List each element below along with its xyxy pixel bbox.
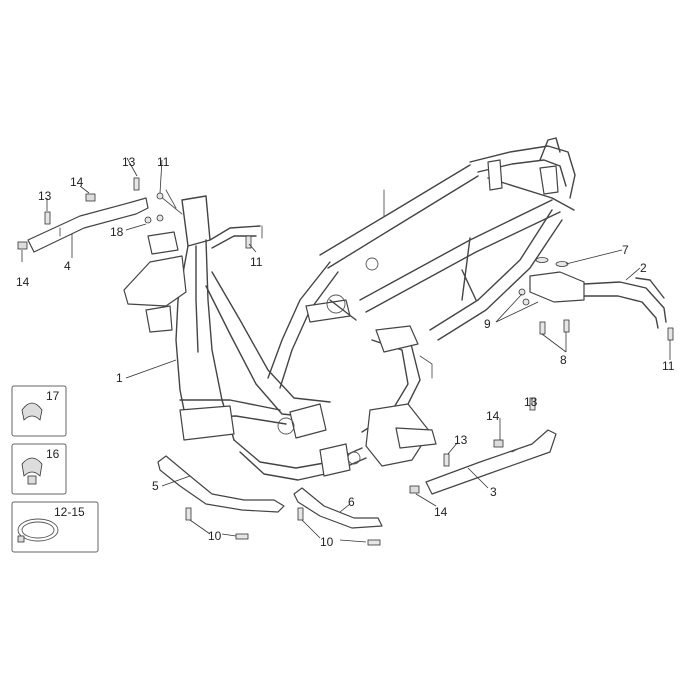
callout-7[interactable]: 7 — [622, 243, 629, 257]
legend-box-label: 16 — [46, 447, 60, 461]
callout-labels: 13 11 14 13 18 11 4 14 1 7 2 9 8 11 13 1… — [16, 155, 675, 549]
part-6-bracket[interactable] — [293, 487, 383, 529]
callout-11[interactable]: 11 — [157, 155, 170, 169]
callout-8[interactable]: 8 — [560, 353, 567, 367]
callout-3[interactable]: 3 — [490, 485, 497, 499]
callout-11[interactable]: 11 — [250, 255, 263, 269]
part-5-bracket[interactable] — [157, 455, 285, 513]
part-2-grab-bar[interactable] — [529, 271, 667, 329]
callout-18[interactable]: 18 — [110, 225, 124, 239]
callout-10[interactable]: 10 — [320, 535, 334, 549]
callout-14[interactable]: 14 — [70, 175, 84, 189]
callout-1[interactable]: 1 — [116, 371, 123, 385]
callout-13[interactable]: 13 — [524, 395, 538, 409]
callout-2[interactable]: 2 — [640, 261, 647, 275]
callout-9[interactable]: 9 — [484, 317, 491, 331]
callout-14[interactable]: 14 — [486, 409, 500, 423]
legend-box-label: 17 — [46, 389, 60, 403]
callout-14[interactable]: 14 — [16, 275, 30, 289]
legend-box-16[interactable]: 16 — [11, 443, 67, 495]
leader-lines — [21, 157, 671, 543]
callout-13[interactable]: 13 — [38, 189, 52, 203]
callout-11[interactable]: 11 — [662, 359, 675, 373]
callout-13[interactable]: 13 — [454, 433, 468, 447]
fasteners — [44, 177, 674, 546]
callout-10[interactable]: 10 — [208, 529, 222, 543]
callout-14[interactable]: 14 — [434, 505, 448, 519]
legend-box-12-15[interactable]: 12-15 — [11, 501, 99, 553]
callout-6[interactable]: 6 — [348, 495, 355, 509]
callout-5[interactable]: 5 — [152, 479, 159, 493]
callout-13[interactable]: 13 — [122, 155, 136, 169]
part-4-rail[interactable] — [17, 193, 149, 253]
legend-box-17[interactable]: 17 — [11, 385, 67, 437]
part-3-rail[interactable] — [409, 429, 557, 495]
legend-box-label: 12-15 — [54, 505, 85, 519]
callout-4[interactable]: 4 — [64, 259, 71, 273]
main-frame[interactable] — [123, 137, 576, 481]
